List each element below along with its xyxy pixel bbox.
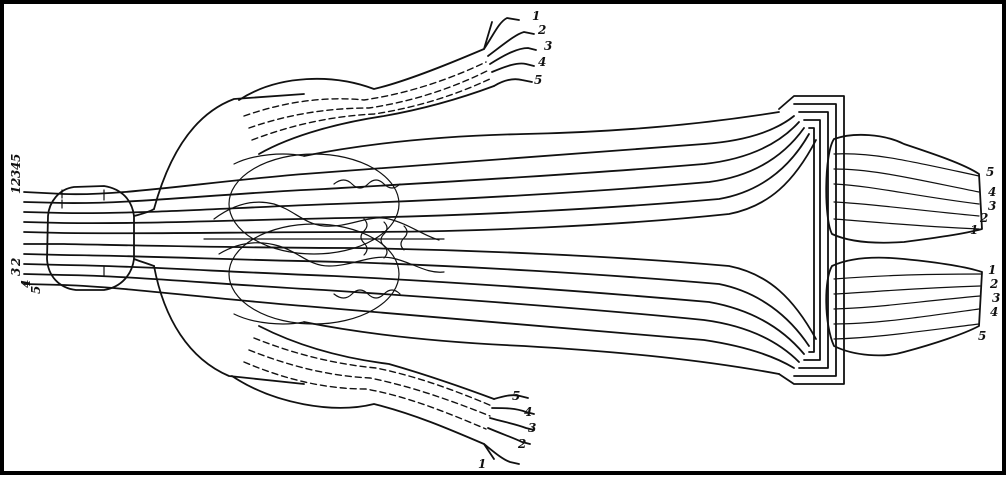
right-hand-number: 1 bbox=[532, 9, 540, 23]
torso-upper-side bbox=[304, 112, 779, 156]
zone-lines bbox=[24, 116, 816, 368]
right-hand-number: 3 bbox=[544, 39, 552, 53]
head-number: 5 bbox=[9, 154, 23, 162]
head-number: 5 bbox=[29, 286, 43, 294]
lower-foot bbox=[826, 258, 982, 356]
right-foot-number: 2 bbox=[979, 211, 988, 225]
right-foot-number: 4 bbox=[988, 185, 996, 199]
lower-foot-outline bbox=[826, 258, 982, 356]
left-hand-number: 1 bbox=[478, 457, 486, 471]
body-zone-diagram: 1 2 3 4 5 5 4 3 2 1 bbox=[4, 4, 1006, 479]
upper-foot-outline bbox=[826, 135, 982, 243]
left-foot-number: 2 bbox=[989, 277, 998, 291]
right-hand-numbers: 1 2 3 4 5 bbox=[532, 9, 552, 87]
lower-arm-outline-inner bbox=[259, 326, 494, 399]
left-hand-numbers: 5 4 3 2 1 bbox=[478, 389, 536, 471]
right-foot-numbers: 5 4 3 2 1 bbox=[970, 165, 996, 237]
left-foot-number: 5 bbox=[978, 329, 986, 343]
upper-foot bbox=[826, 135, 982, 243]
lower-arm bbox=[232, 326, 534, 464]
right-hand-number: 2 bbox=[537, 23, 546, 37]
left-foot-number: 4 bbox=[990, 305, 998, 319]
upper-arm-outline-outer bbox=[239, 22, 492, 100]
left-hand-number: 4 bbox=[524, 405, 532, 419]
right-foot-number: 5 bbox=[986, 165, 994, 179]
left-foot-number: 3 bbox=[992, 291, 1000, 305]
head-number: 3 bbox=[9, 268, 23, 276]
right-hand-number: 5 bbox=[534, 73, 542, 87]
left-hand-number: 2 bbox=[517, 437, 526, 451]
left-foot-number: 1 bbox=[988, 263, 996, 277]
right-foot-number: 3 bbox=[988, 199, 996, 213]
upper-arm bbox=[239, 18, 536, 154]
head-top-numbers: 1 2 3 4 5 bbox=[9, 154, 23, 194]
left-hand-number: 5 bbox=[512, 389, 520, 403]
head-number: 2 bbox=[9, 258, 23, 267]
head-bottom-numbers: 3 2 4 5 bbox=[9, 258, 43, 294]
torso-lower-side bbox=[304, 322, 779, 374]
right-foot-number: 1 bbox=[970, 223, 978, 237]
left-hand-number: 3 bbox=[528, 421, 536, 435]
right-hand-number: 4 bbox=[538, 55, 546, 69]
head-number: 2 bbox=[9, 178, 23, 187]
